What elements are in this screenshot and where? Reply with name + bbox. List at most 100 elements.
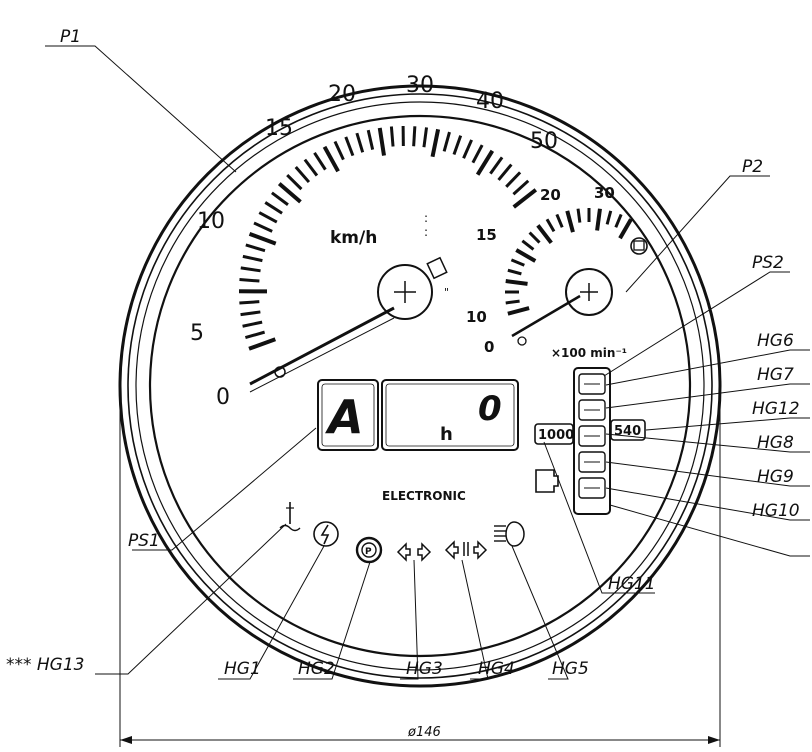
speed-tick — [241, 312, 261, 315]
tacho-tick — [516, 250, 535, 261]
diameter-label: ø146 — [407, 725, 441, 740]
tacho-tick — [508, 270, 522, 274]
callout-hg10: HG10 — [752, 501, 800, 521]
tacho-tick — [538, 225, 551, 242]
callout-hg1: HG1 — [224, 659, 261, 679]
speed-tick — [490, 157, 502, 173]
pto-low-badge: 1000 — [535, 424, 574, 444]
speed-tick — [433, 129, 439, 156]
tacho-tick — [557, 214, 562, 227]
callout-hg3: HG3 — [406, 659, 443, 679]
callout-ps1: PS1 — [128, 531, 160, 551]
speed-tick — [335, 141, 343, 159]
display-left-char: A — [325, 390, 364, 444]
battery-charge-icon — [314, 522, 338, 546]
speed-tick — [239, 302, 259, 303]
tacho-tick — [506, 301, 520, 303]
dotted-mark-2: : — [424, 225, 428, 239]
callout-hg7: HG7 — [757, 365, 794, 385]
speed-tick — [265, 202, 282, 213]
speed-tick — [464, 140, 472, 158]
tacho-tick — [547, 219, 554, 231]
speed-label-50: 50 — [530, 129, 558, 154]
callout-hg6: HG6 — [757, 331, 794, 351]
speed-tick — [249, 339, 275, 349]
speed-tick — [250, 234, 276, 244]
speed-tick — [506, 172, 520, 186]
speed-label-0: 0 — [216, 385, 230, 410]
speed-tick — [245, 332, 264, 337]
speed-tick — [314, 153, 325, 170]
speed-tick — [239, 280, 259, 281]
tacho-tick — [508, 308, 529, 314]
speed-label-15: 15 — [265, 116, 293, 141]
tacho-tick — [567, 211, 573, 232]
tacho-tick — [530, 233, 540, 243]
callout-hg8: HG8 — [757, 433, 794, 453]
speed-tick — [473, 145, 482, 163]
speed-tick — [499, 165, 512, 180]
speed-tick — [259, 213, 277, 223]
leader-lines — [45, 46, 810, 679]
tacho-label-30: 30 — [594, 184, 615, 202]
display-unit: h — [440, 424, 453, 445]
speed-tick — [380, 128, 384, 156]
speed-tick — [305, 160, 317, 176]
warning-lamps: P — [280, 502, 524, 562]
dotted-mark: : — [424, 211, 428, 225]
speed-tick — [454, 136, 461, 155]
parking-brake-icon: P — [357, 538, 381, 562]
tacho-tick — [607, 211, 611, 225]
tacho-label-0: 0 — [484, 338, 494, 356]
speed-tick — [478, 151, 493, 175]
speed-label-40: 40 — [476, 89, 504, 114]
tacho-label-10: 10 — [466, 308, 487, 326]
tacho-tick — [506, 281, 528, 284]
trailer-turn-signal-icon — [446, 542, 486, 558]
callout-ps2: PS2 — [752, 253, 784, 273]
speed-tick — [513, 181, 528, 194]
speed-tick — [424, 127, 427, 147]
lcd-display: A 0 h — [318, 380, 518, 450]
fuel-filter-icon — [536, 470, 558, 492]
speedometer-needle: " — [250, 258, 449, 392]
speed-unit-label: km/h — [330, 228, 377, 248]
callout-p1: P1 — [60, 27, 81, 47]
speed-tick — [246, 245, 265, 251]
callout-hg13: *** HG13 — [6, 655, 85, 675]
tacho-tick — [522, 241, 533, 250]
callout-labels: P1 P2 PS2 HG6 HG7 HG12 HG8 HG9 HG10 HG11… — [6, 27, 800, 679]
callout-p2: P2 — [742, 157, 763, 177]
tacho-unit-label: ×100 min⁻¹ — [551, 346, 627, 360]
high-beam-icon — [494, 522, 524, 546]
speed-tick — [243, 322, 263, 326]
engine-warning-icon — [631, 238, 647, 254]
speed-tick — [391, 127, 393, 147]
callout-hg2: HG2 — [298, 659, 335, 679]
display-value: 0 — [478, 389, 502, 429]
callout-hg12: HG12 — [752, 399, 800, 419]
speed-label-20: 20 — [328, 82, 356, 107]
callout-hg4: HG4 — [478, 659, 515, 679]
speed-tick — [296, 167, 309, 182]
speed-tick — [254, 223, 272, 231]
callout-hg11: HG11 — [608, 574, 656, 594]
speed-tick — [357, 133, 363, 152]
svg-text:": " — [444, 286, 449, 299]
speed-tick — [287, 175, 301, 189]
tacho-label-15: 15 — [476, 226, 497, 244]
svg-text:P: P — [365, 547, 372, 557]
speed-tick — [325, 147, 339, 171]
pto-indicator-column — [574, 368, 610, 514]
speed-tick — [346, 137, 353, 156]
turn-signal-icon — [398, 544, 430, 560]
tacho-tick — [511, 260, 524, 265]
callout-hg5: HG5 — [552, 659, 589, 679]
speed-tick — [243, 256, 263, 260]
speed-tick — [444, 132, 449, 151]
speed-tick — [368, 130, 372, 150]
speed-tick — [241, 268, 261, 271]
tacho-tick — [578, 209, 580, 223]
